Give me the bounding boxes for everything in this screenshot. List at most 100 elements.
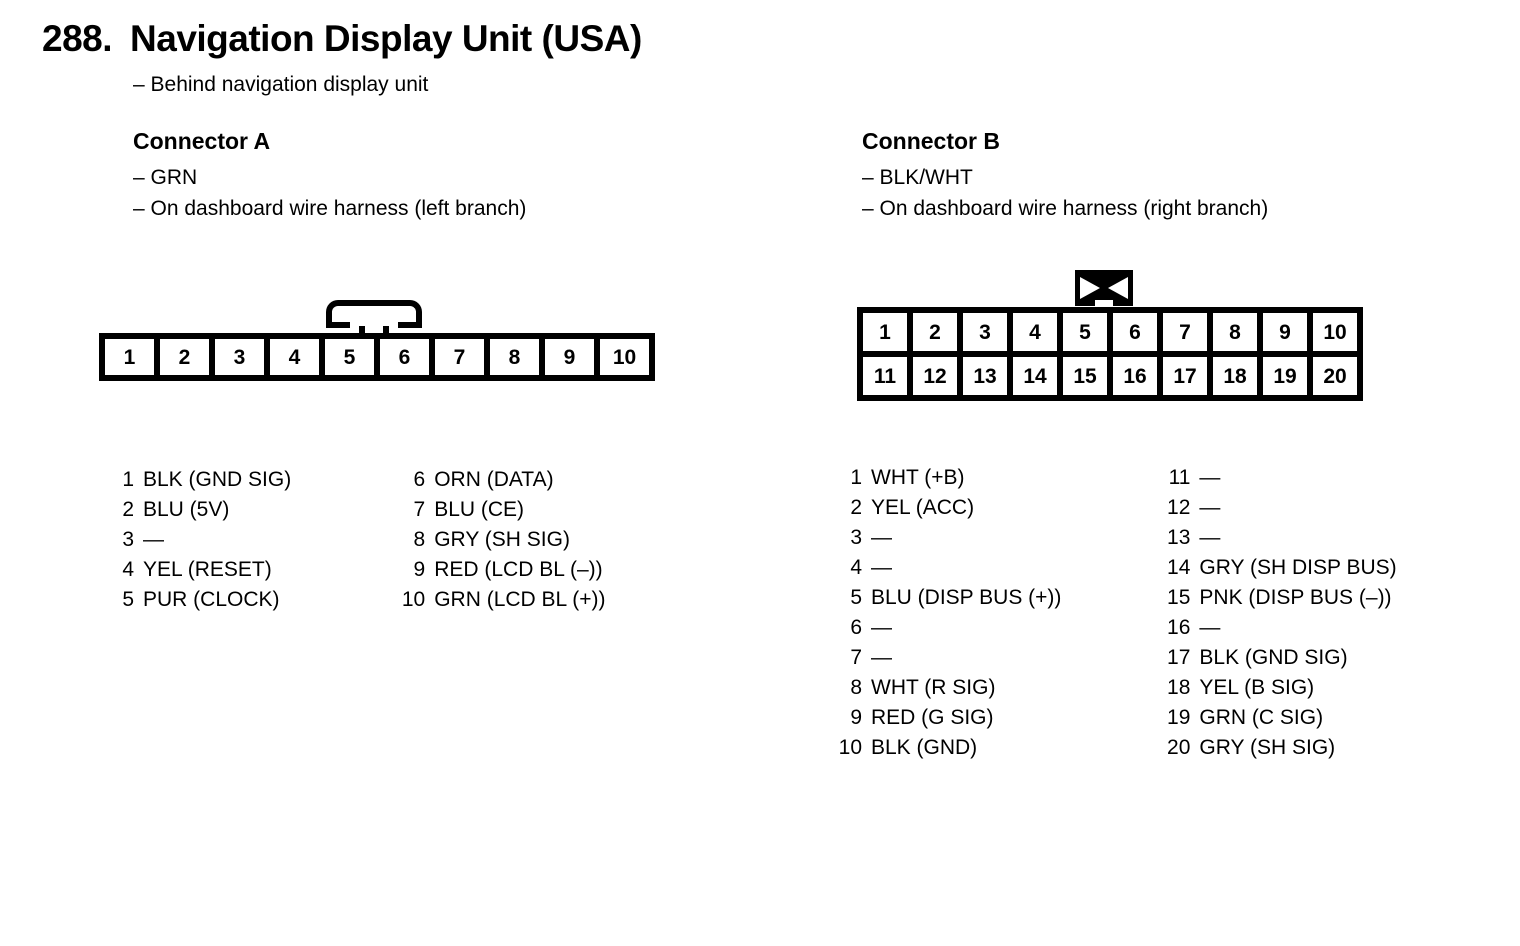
list-item: 4— [836, 553, 1061, 583]
list-item: 17 BLK (GND SIG) [1164, 643, 1396, 673]
pin-cell-7: 7 [435, 339, 484, 375]
pin-cell-18: 18 [1213, 357, 1257, 395]
connector-b-pin-label-13: — [1199, 526, 1221, 549]
connector-a-pin-label-6: ORN (DATA) [434, 468, 554, 491]
page-subtitle: – Behind navigation display unit [133, 73, 429, 96]
connector-a-heading-block: Connector A – GRN – On dashboard wire ha… [133, 128, 526, 224]
connector-b-pin-label-7: — [871, 646, 892, 669]
connector-b-pin-label-20: GRY (SH SIG) [1199, 736, 1336, 759]
connector-b-pin-label-10: BLK (GND) [871, 736, 978, 759]
connector-b-pin-label-17: BLK (GND SIG) [1199, 646, 1348, 669]
list-item: 3— [108, 525, 291, 555]
pin-cell-20: 20 [1313, 357, 1357, 395]
connector-a-pin-label-5: PUR (CLOCK) [143, 588, 280, 611]
connector-b-pin-label-19: GRN (C SIG) [1199, 706, 1324, 729]
list-item: 13 — [1164, 523, 1396, 553]
list-item: 9 RED (G SIG) [836, 703, 1061, 733]
pin-cell-8: 8 [1213, 313, 1257, 351]
pin-cell-15: 15 [1063, 357, 1107, 395]
page-title: 288. Navigation Display Unit (USA) [42, 18, 642, 60]
pin-cell-3: 3 [963, 313, 1007, 351]
connector-b-pin-label-9: RED (G SIG) [871, 706, 994, 729]
connector-a-pin-number-1: 1 [122, 468, 134, 491]
pin-cell-6: 6 [380, 339, 429, 375]
connector-b-pin-label-5: BLU (DISP BUS (+)) [871, 586, 1062, 609]
list-item: 8 WHT (R SIG) [836, 673, 1061, 703]
connector-b-pin-number-17: 17 [1167, 646, 1191, 669]
connector-a-pin-label-3: — [143, 528, 164, 551]
connector-b-pin-number-13: 13 [1167, 526, 1191, 549]
connector-b-pin-number-18: 18 [1167, 676, 1191, 699]
connector-b-pin-number-7: 7 [850, 646, 862, 669]
connector-b-pin-label-8: WHT (R SIG) [871, 676, 996, 699]
list-item: 7— [836, 643, 1061, 673]
pin-cell-10: 10 [1313, 313, 1357, 351]
pin-cell-2: 2 [913, 313, 957, 351]
list-item: 6— [836, 613, 1061, 643]
connector-b-pin-number-4: 4 [850, 556, 862, 579]
connector-a-pin-number-6: 6 [413, 468, 426, 491]
list-item: 3— [836, 523, 1061, 553]
connector-a-pin-label-10: GRN (LCD BL (+)) [434, 588, 606, 611]
connector-b-pin-number-16: 16 [1167, 616, 1191, 639]
connector-b-pin-number-11: 11 [1168, 466, 1191, 489]
connector-a-pin-number-10: 10 [401, 588, 426, 611]
list-item: 11 — [1164, 463, 1396, 493]
pin-cell-17: 17 [1163, 357, 1207, 395]
list-item: 6 ORN (DATA) [399, 465, 605, 495]
pin-cell-16: 16 [1113, 357, 1157, 395]
connector-b-latch-area [857, 266, 1363, 307]
section-number: 288. [42, 18, 113, 59]
connector-b-note-color: – BLK/WHT [862, 166, 973, 189]
connector-b-pin-number-3: 3 [850, 526, 862, 549]
list-item: 10 GRN (LCD BL (+)) [399, 585, 606, 615]
connector-a-pin-number-8: 8 [413, 528, 426, 551]
connector-a-pin-label-9: RED (LCD BL (–)) [434, 558, 603, 581]
pin-cell-13: 13 [963, 357, 1007, 395]
connector-b-pin-label-15: PNK (DISP BUS (–)) [1199, 586, 1392, 609]
connector-a-pin-label-7: BLU (CE) [434, 498, 525, 521]
list-item: 12— [1164, 493, 1396, 523]
connector-b-title: Connector B [862, 128, 1000, 154]
connector-b-pin-number-8: 8 [850, 676, 862, 699]
connector-a-pin-number-7: 7 [413, 498, 426, 521]
connector-a-pin-number-5: 5 [122, 588, 134, 611]
connector-b-pin-label-14: GRY (SH DISP BUS) [1199, 556, 1397, 579]
connector-b-pin-label-11: — [1199, 466, 1221, 489]
pin-cell-10: 10 [600, 339, 649, 375]
connector-b-pin-number-1: 1 [850, 466, 862, 489]
connector-a-note-location: – On dashboard wire harness (left branch… [133, 197, 527, 220]
connector-b-pin-number-9: 9 [850, 706, 862, 729]
list-item: 2 BLU (5V) [108, 495, 291, 525]
list-item: 7 BLU (CE) [399, 495, 605, 525]
connector-a-pin-label-2: BLU (5V) [143, 498, 230, 521]
pin-cell-1: 1 [863, 313, 907, 351]
connector-a-pin-label-1: BLK (GND SIG) [143, 468, 292, 491]
section-title: Navigation Display Unit (USA) [130, 18, 642, 59]
pin-cell-9: 9 [1263, 313, 1307, 351]
pin-cell-7: 7 [1163, 313, 1207, 351]
connector-b-pin-number-2: 2 [850, 496, 862, 519]
connector-b-pin-label-16: — [1199, 616, 1221, 639]
pin-cell-11: 11 [863, 357, 907, 395]
connector-a-note-color: – GRN [133, 166, 198, 189]
connector-a-pin-number-9: 9 [413, 558, 426, 581]
connector-a-pin-number-2: 2 [122, 498, 134, 521]
connector-a-pin-number-4: 4 [122, 558, 134, 581]
